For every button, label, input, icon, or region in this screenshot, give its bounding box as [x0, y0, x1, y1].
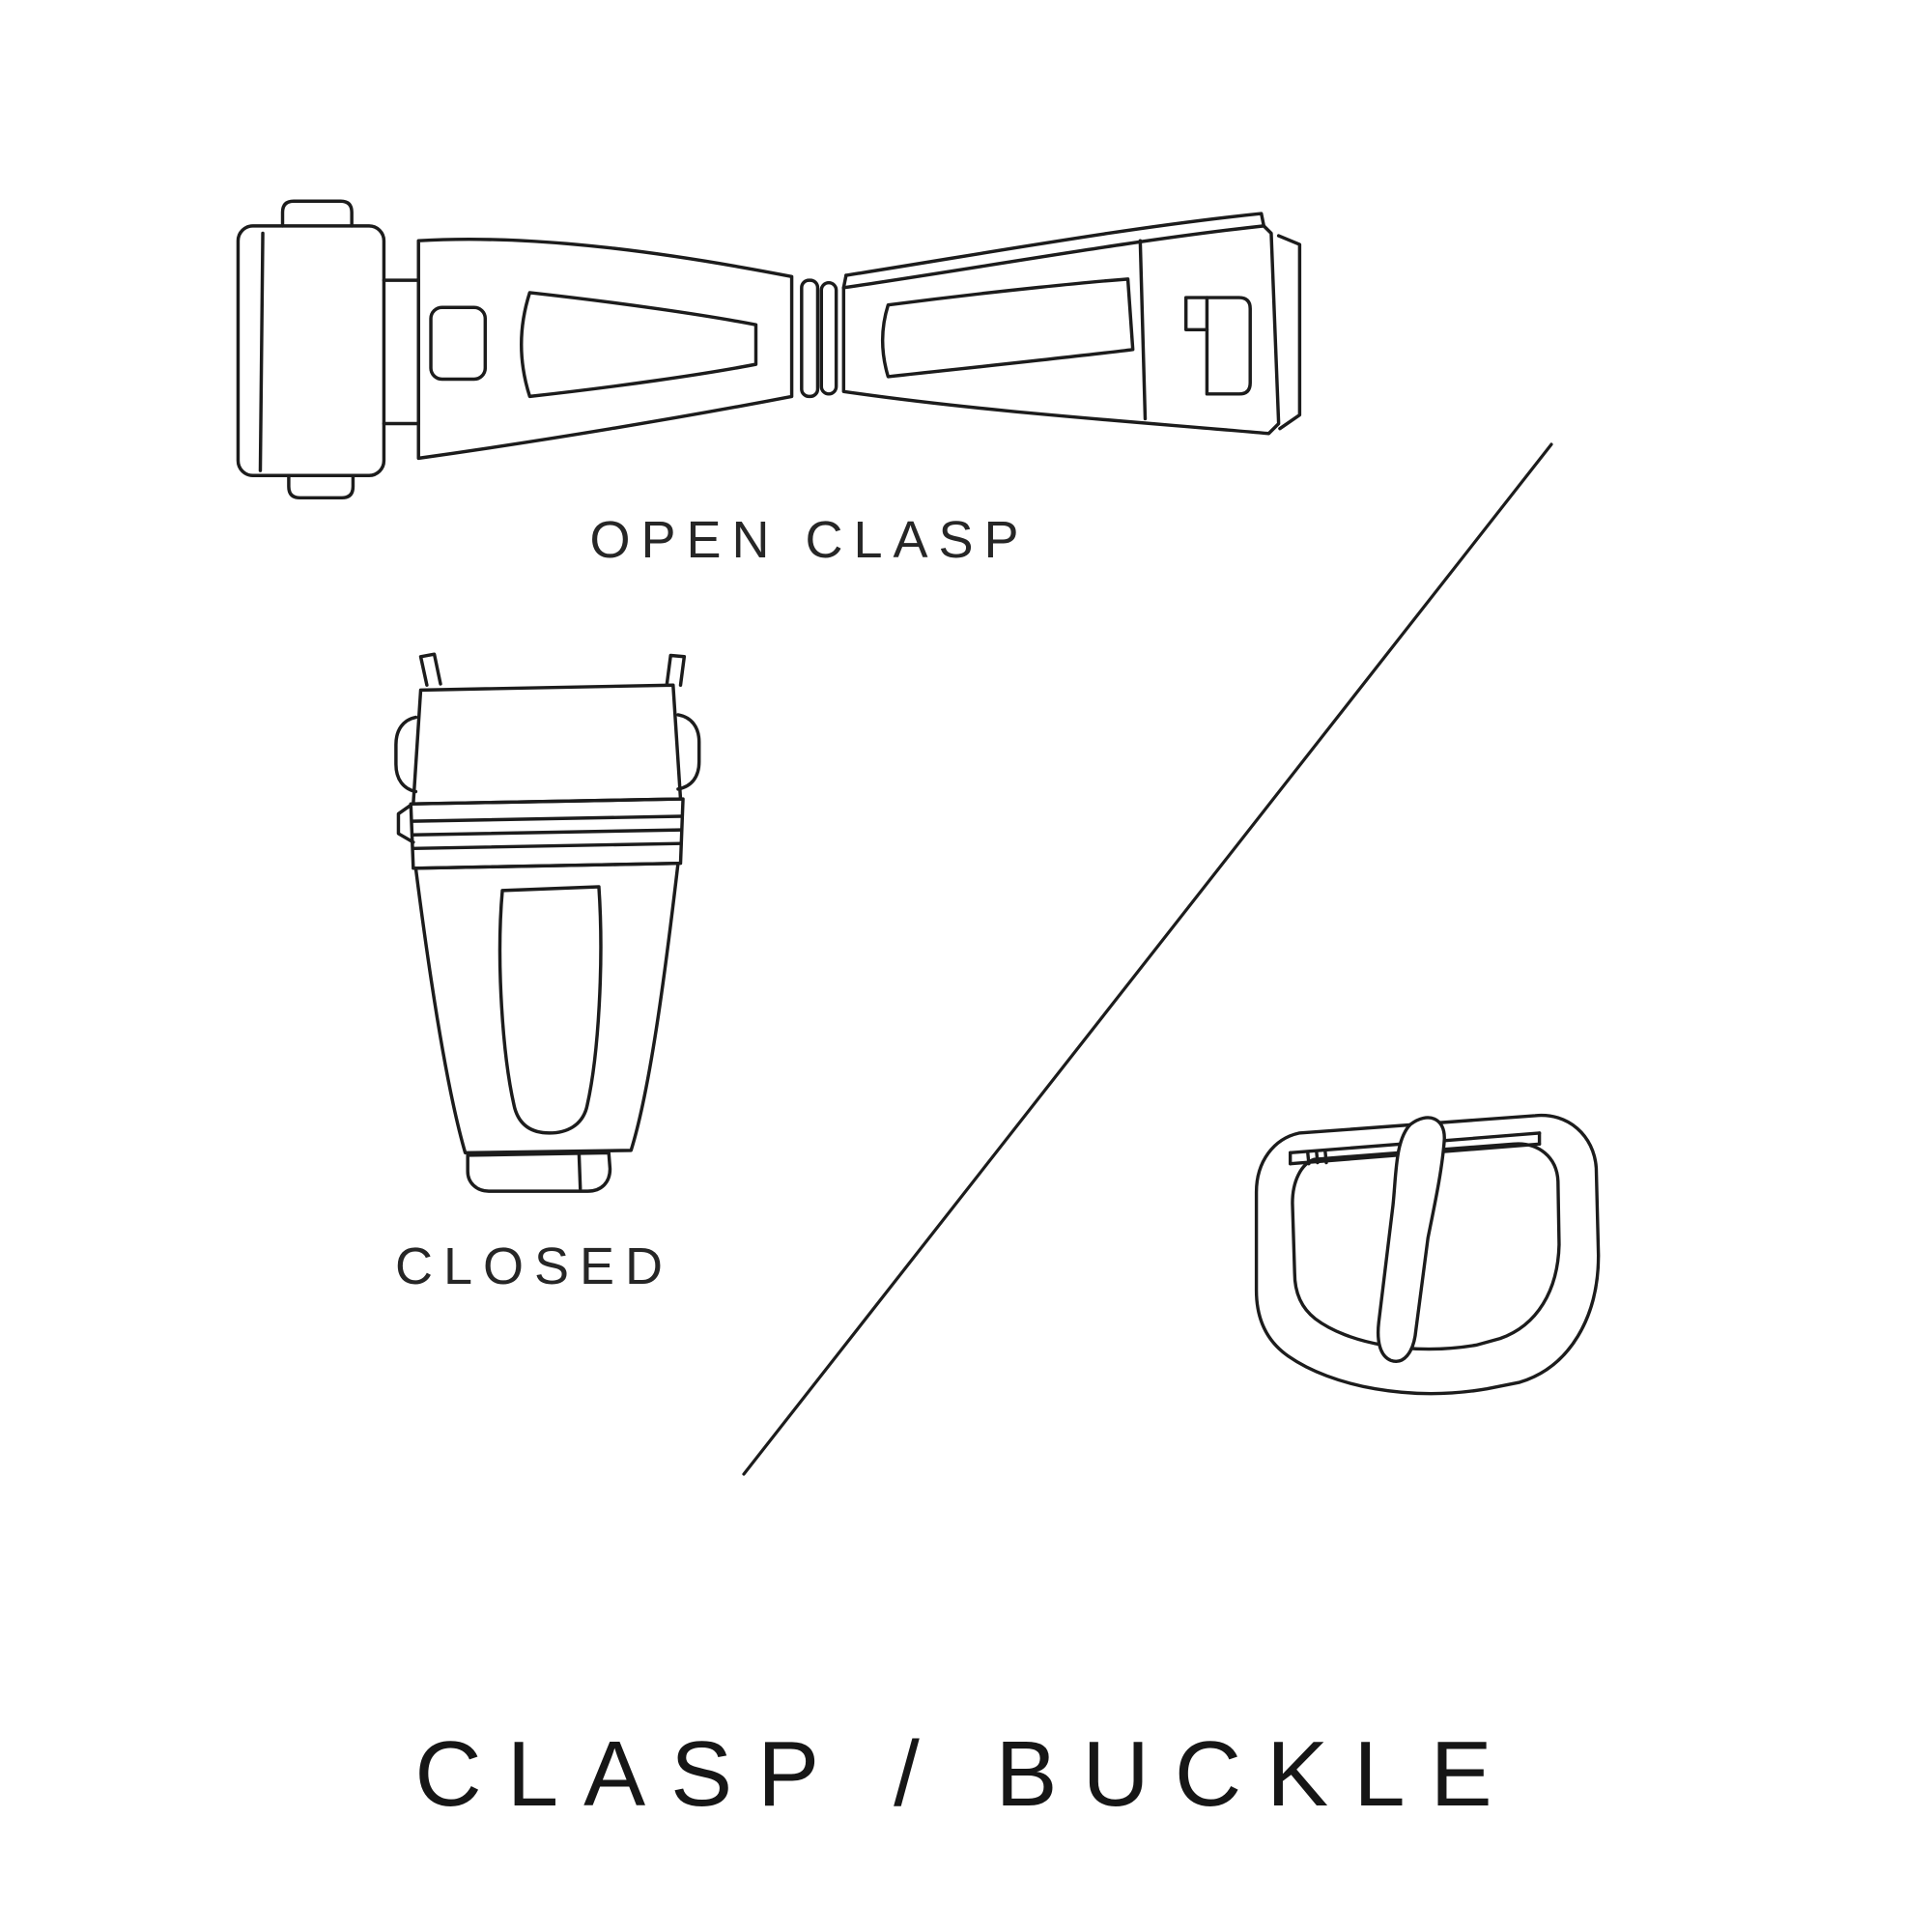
- tang-buckle-illustration: [1254, 1113, 1601, 1396]
- open-clasp-illustration: [236, 199, 1302, 500]
- open-clasp-figure: [211, 169, 1323, 527]
- open-clasp-label: OPEN CLASP: [589, 511, 1030, 569]
- closed-clasp-illustration: [394, 652, 701, 1193]
- diagonal-divider-line: [742, 442, 1553, 1476]
- buckle-figure: [1227, 1092, 1642, 1441]
- closed-clasp-figure: [371, 636, 730, 1217]
- closed-clasp-label: CLOSED: [394, 1237, 674, 1295]
- page-title: CLASP / BUCKLE: [414, 1722, 1518, 1826]
- diagonal-divider: [734, 435, 1561, 1484]
